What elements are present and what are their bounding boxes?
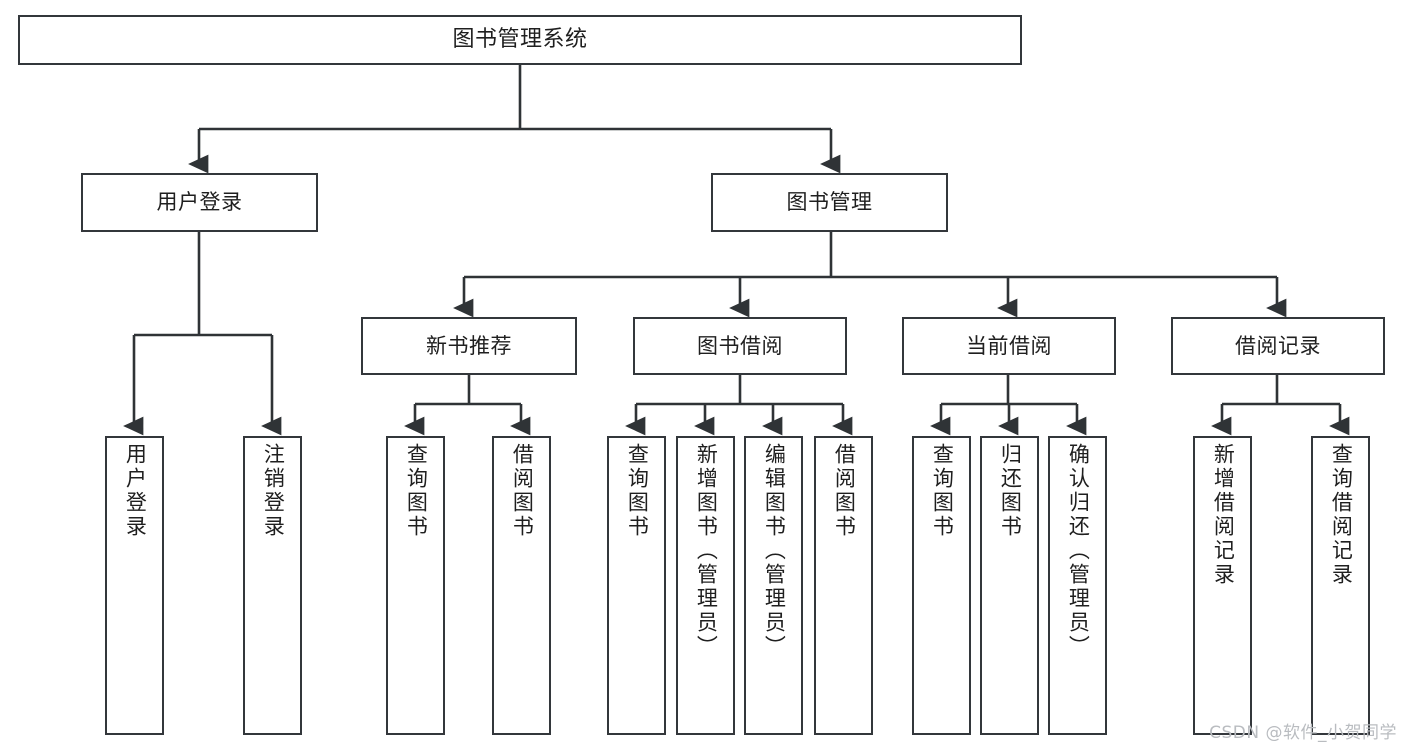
leaf-new-book-query[interactable]: 查询图书 (386, 436, 445, 735)
node-label: 借阅图书 (832, 443, 857, 539)
node-label: 查询图书 (625, 443, 650, 539)
leaf-borrow-borrow-book[interactable]: 借阅图书 (814, 436, 873, 735)
node-label: 查询图书 (404, 443, 429, 539)
node-label: 确认归还（管理员） (1066, 443, 1091, 659)
node-user-login[interactable]: 用户登录 (81, 173, 318, 232)
node-label: 图书管理系统 (452, 27, 588, 53)
node-label: 用户登录 (156, 190, 243, 215)
leaf-current-return-book[interactable]: 归还图书 (980, 436, 1039, 735)
node-new-book-recommend[interactable]: 新书推荐 (361, 317, 577, 375)
node-label: 新增图书（管理员） (694, 443, 719, 659)
node-label: 图书管理 (786, 190, 873, 215)
node-label: 借阅记录 (1235, 333, 1321, 358)
leaf-borrow-add-book-admin[interactable]: 新增图书（管理员） (676, 436, 735, 735)
leaf-current-confirm-return-admin[interactable]: 确认归还（管理员） (1048, 436, 1107, 735)
node-label: 用户登录 (123, 443, 148, 539)
leaf-user-login-login[interactable]: 用户登录 (105, 436, 164, 735)
node-label: 编辑图书（管理员） (762, 443, 787, 659)
node-book-borrow[interactable]: 图书借阅 (633, 317, 847, 375)
node-label: 借阅图书 (510, 443, 535, 539)
node-label: 注销登录 (261, 443, 286, 539)
node-current-borrow[interactable]: 当前借阅 (902, 317, 1116, 375)
leaf-records-add-record[interactable]: 新增借阅记录 (1193, 436, 1252, 735)
node-label: 归还图书 (998, 443, 1023, 539)
leaf-current-query-book[interactable]: 查询图书 (912, 436, 971, 735)
node-label: 查询图书 (930, 443, 955, 539)
leaf-user-login-logout[interactable]: 注销登录 (243, 436, 302, 735)
leaf-borrow-edit-book-admin[interactable]: 编辑图书（管理员） (744, 436, 803, 735)
leaf-borrow-query-book[interactable]: 查询图书 (607, 436, 666, 735)
node-label: 新增借阅记录 (1211, 443, 1236, 587)
leaf-new-book-borrow[interactable]: 借阅图书 (492, 436, 551, 735)
node-label: 查询借阅记录 (1329, 443, 1354, 587)
node-label: 新书推荐 (426, 333, 512, 358)
watermark-text: CSDN @软件_小贺同学 (1209, 723, 1397, 743)
node-borrow-records[interactable]: 借阅记录 (1171, 317, 1385, 375)
node-label: 图书借阅 (697, 333, 783, 358)
node-label: 当前借阅 (966, 333, 1052, 358)
leaf-records-query-record[interactable]: 查询借阅记录 (1311, 436, 1370, 735)
node-book-management[interactable]: 图书管理 (711, 173, 948, 232)
node-root-system[interactable]: 图书管理系统 (18, 15, 1022, 65)
